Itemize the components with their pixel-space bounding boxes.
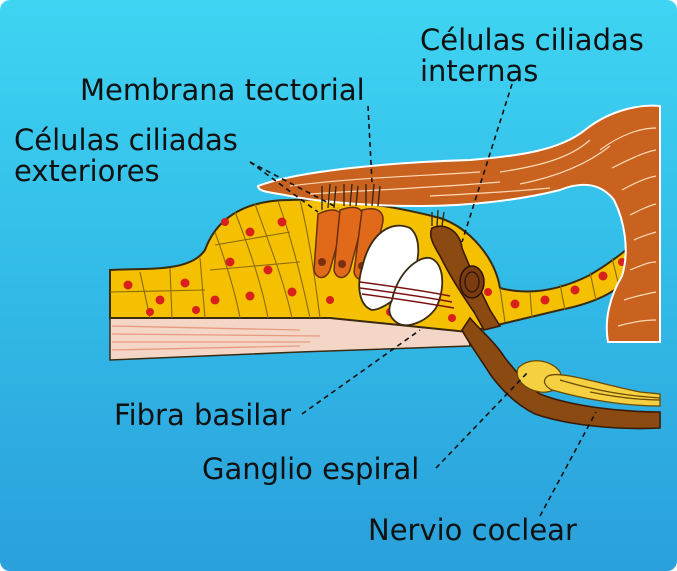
- spiral-ganglion-cells: [516, 360, 661, 407]
- leader-basilar: [301, 329, 421, 415]
- label-cochlear-nerve: Nervio coclear: [368, 513, 577, 547]
- label-inner-hair-cells-line2: internas: [420, 54, 539, 88]
- leader-inner-hair: [461, 83, 513, 243]
- label-inner-hair-cells-line1: Células ciliadas: [420, 23, 644, 57]
- cell-nuclei: [123, 217, 626, 322]
- cochlear-nerve-trunk: [461, 316, 661, 430]
- basilar-fiber-lines: [111, 325, 321, 351]
- stereocilia: [321, 183, 445, 227]
- label-outer-hair-cells-line1: Células ciliadas: [14, 123, 238, 157]
- label-basilar-fiber: Fibra basilar: [114, 398, 292, 432]
- leader-tectorial: [367, 105, 373, 183]
- leader-outer-hair-b: [249, 161, 339, 209]
- inner-hair-cell-nucleus: [459, 265, 485, 299]
- label-tectorial-membrane: Membrana tectorial: [80, 73, 365, 107]
- tectorial-membrane: [256, 104, 661, 343]
- pillar-cell-outer: [388, 257, 444, 327]
- leader-lines: [249, 83, 597, 517]
- nerve-fibers-tunnel: [359, 281, 455, 309]
- label-outer-hair-cells-line2: exteriores: [14, 154, 160, 188]
- leader-nerve: [539, 411, 597, 517]
- label-spiral-ganglion: Ganglio espiral: [202, 452, 420, 486]
- leader-ganglion: [435, 371, 529, 469]
- tectorial-striations: [289, 127, 657, 327]
